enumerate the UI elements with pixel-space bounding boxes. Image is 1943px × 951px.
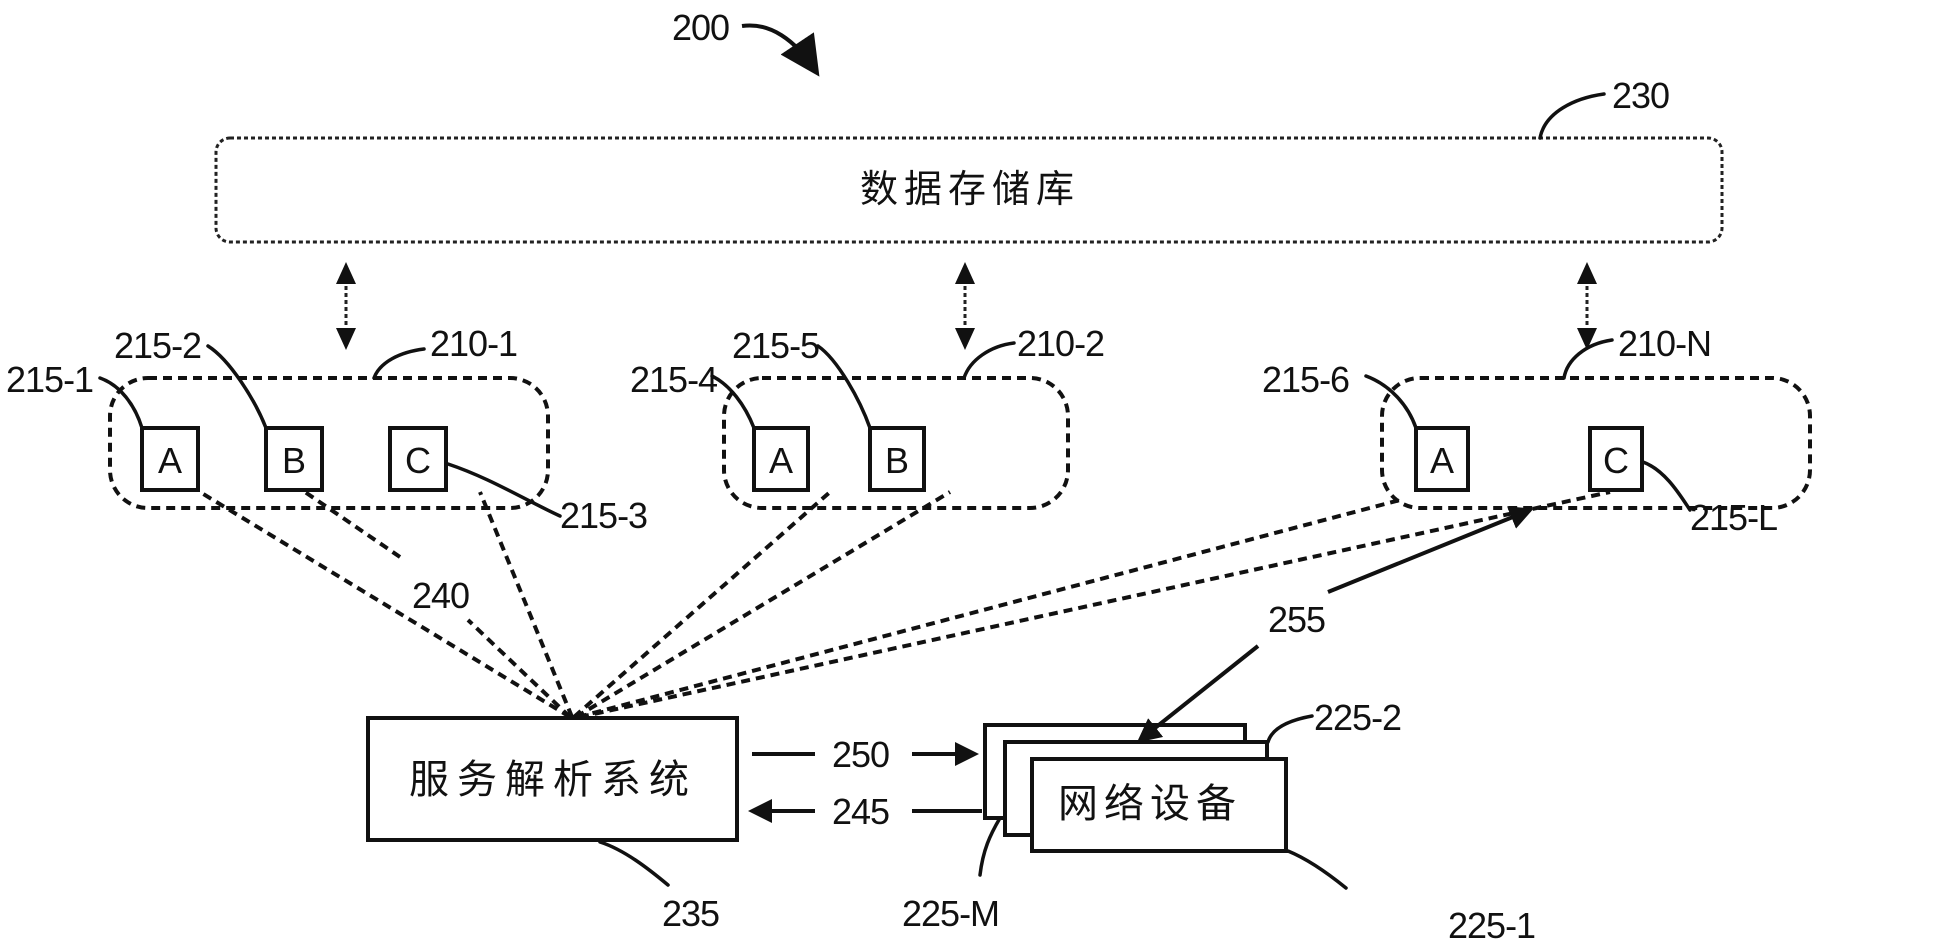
ref-215-l-label: 215-L: [1690, 497, 1777, 538]
connection-lines-240: [198, 490, 1611, 719]
component-letter: C: [1603, 440, 1629, 481]
ref-240-label: 240: [412, 575, 469, 616]
data-store-box: [214, 136, 1724, 244]
cluster-210-2: 210-2 A B 215-4 215-5: [630, 323, 1105, 510]
ref-210-1-leader: [372, 347, 426, 380]
ref-225-2-label: 225-2: [1314, 697, 1401, 738]
component-box-c: [1588, 426, 1644, 492]
ref-225-m-label: 225-M: [902, 893, 999, 934]
ref-250-label: 250: [832, 734, 889, 775]
ref-210-n-label: 210-N: [1618, 323, 1711, 364]
ref-200-label: 200: [672, 7, 729, 48]
cluster-boundary: [722, 376, 1070, 510]
ref-230-leader: [1538, 92, 1606, 140]
component-letter: C: [405, 440, 431, 481]
connection-line: [577, 498, 1401, 719]
connection-line: [572, 490, 832, 719]
ref-215-2-label: 215-2: [114, 325, 201, 366]
ref-225-2-leader: [1266, 714, 1314, 744]
component-letter: A: [1430, 440, 1454, 481]
component-letter: A: [158, 440, 182, 481]
ref-215-4-label: 215-4: [630, 359, 717, 400]
ref-210-1-label: 210-1: [430, 323, 517, 364]
ref-210-2-leader: [962, 341, 1016, 380]
connection-line: [478, 491, 574, 718]
ref-255-label: 255: [1268, 599, 1325, 640]
cluster-210-1: 210-1 A B C 215-1 215-2 215-3: [6, 323, 648, 536]
network-device-label: 网络设备: [1058, 781, 1242, 827]
connection-line: [579, 490, 1611, 719]
component-box-c: [388, 426, 448, 492]
ref-215-6-leader: [1364, 374, 1418, 430]
component-letter: B: [282, 440, 306, 481]
cluster-boundary: [108, 376, 550, 510]
cluster-210-n: 210-N A C 215-6 215-L: [1262, 323, 1812, 538]
ref-235-label: 235: [662, 893, 719, 934]
ref-215-l-leader: [1641, 460, 1692, 512]
ref-225-1-label: 225-1: [1448, 905, 1535, 946]
connection-line: [303, 490, 402, 559]
ref-225-1-leader: [1286, 849, 1348, 890]
component-letter: A: [769, 440, 793, 481]
ref-215-1-label: 215-1: [6, 359, 93, 400]
ref-215-3-label: 215-3: [560, 495, 647, 536]
ref-235-leader: [598, 840, 670, 887]
cluster-boundary: [1380, 376, 1812, 510]
double-arrow-icon: [336, 262, 356, 350]
ref-215-5-leader: [816, 344, 872, 430]
double-arrow-icon: [955, 262, 975, 350]
component-box-b: [264, 426, 324, 492]
ref-210-2-label: 210-2: [1017, 323, 1104, 364]
connection-line: [574, 490, 952, 719]
connection-line: [198, 490, 572, 719]
ref-215-2-leader: [206, 344, 268, 430]
data-store-label: 数据存储库: [860, 167, 1080, 211]
ref-210-n-leader: [1562, 338, 1614, 380]
ref-215-5-label: 215-5: [732, 325, 819, 366]
arrow-255-upper: [1327, 506, 1534, 594]
ref-200-arrow: [741, 23, 820, 77]
ref-225-m-leader: [978, 816, 1002, 877]
component-box-a: [1414, 426, 1470, 492]
ref-245-label: 245: [832, 791, 889, 832]
component-letter: B: [885, 440, 909, 481]
component-box-a: [752, 426, 810, 492]
ref-215-4-leader: [710, 374, 756, 430]
arrow-255-lower: [1136, 644, 1260, 743]
ref-215-1-leader: [98, 376, 144, 430]
ref-215-6-label: 215-6: [1262, 359, 1349, 400]
ref-230-label: 230: [1612, 75, 1669, 116]
service-system-label: 服务解析系统: [409, 757, 697, 803]
network-device-box-front: [1030, 757, 1288, 853]
double-arrow-icon: [1577, 262, 1597, 350]
service-system-box: [366, 716, 739, 842]
connection-line: [466, 618, 572, 719]
component-box-a: [140, 426, 200, 492]
ref-215-3-leader: [446, 462, 562, 518]
component-box-b: [868, 426, 926, 492]
